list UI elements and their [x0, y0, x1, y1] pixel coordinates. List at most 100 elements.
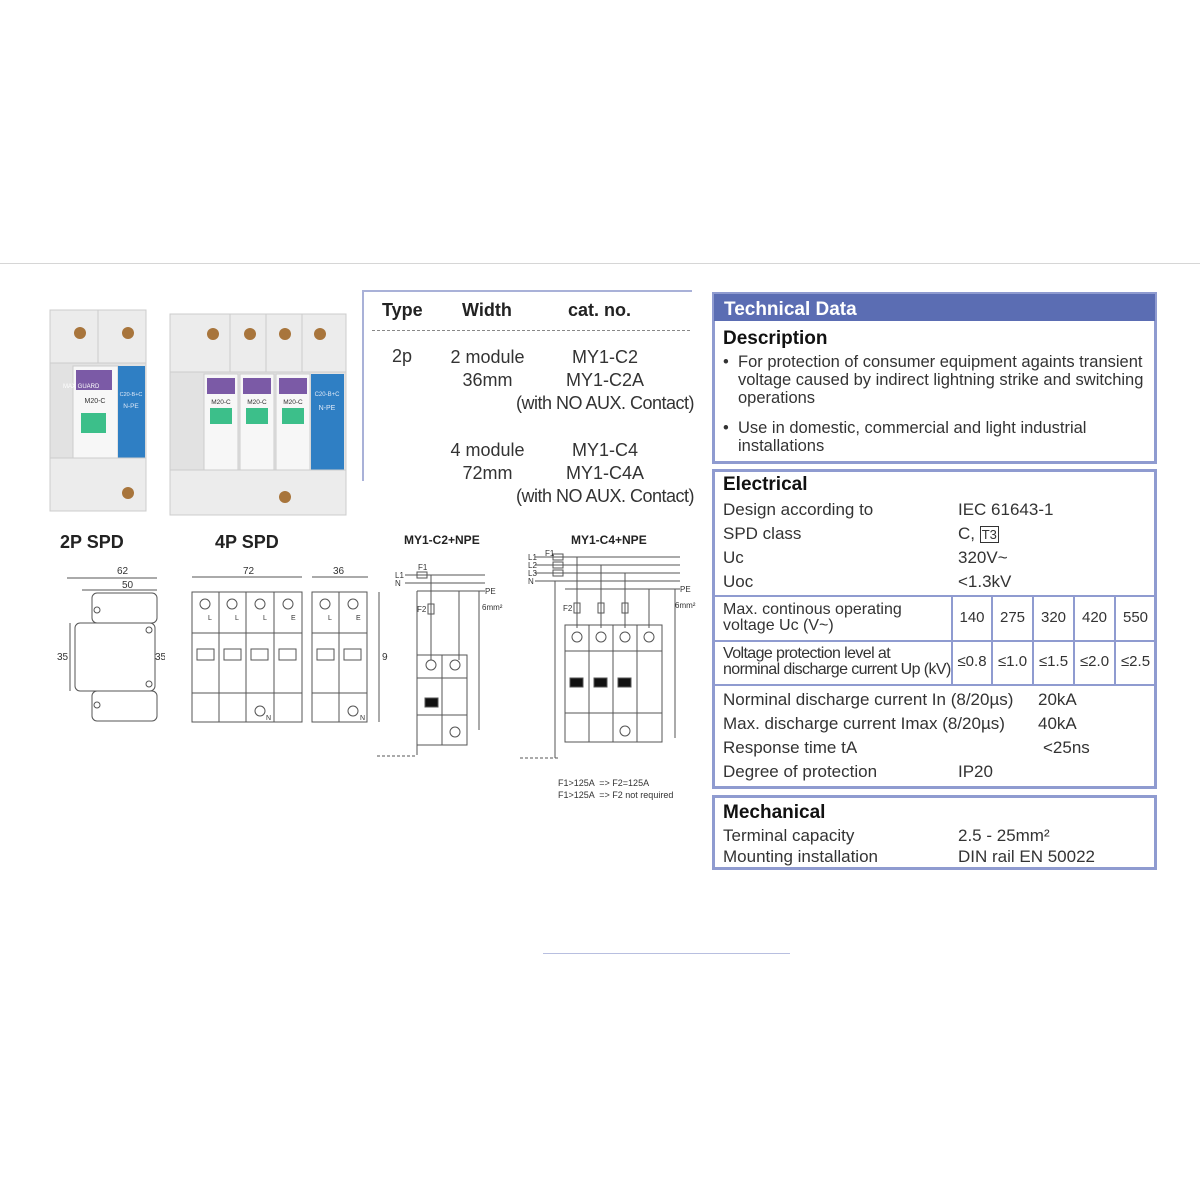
dim-50: 50 — [122, 580, 134, 591]
bullet-line: Use in domestic, commercial and light in… — [738, 419, 1087, 437]
terminal-label: L — [263, 615, 267, 622]
spec-label: Uoc — [723, 572, 754, 591]
dim-72: 72 — [243, 566, 255, 577]
description-bullet: • For protection of consumer equipment a… — [723, 353, 1143, 407]
spd-class-badge: T3 — [979, 526, 999, 543]
wiring-diagram-c4: L1 L2 L3 N PE F1 F2 6mm² — [520, 549, 696, 759]
label-4p-spd: 4P SPD — [215, 532, 279, 552]
dim-90: 90 — [382, 652, 388, 663]
spec-value: 320V~ — [958, 548, 1008, 567]
spec-label: Design according to — [723, 500, 874, 519]
terminal-label: N — [360, 715, 365, 722]
brand-text: MAX GUARD — [63, 384, 100, 390]
grid-line — [951, 595, 953, 684]
cat-line: MY1-C2A — [565, 370, 645, 390]
mechanical-box: Mechanical Terminal capacity 2.5 - 25mm²… — [712, 795, 1157, 870]
fuse-label: F1 — [545, 549, 555, 558]
product-photo-4p: M20-C M20-C M20-C C20-B+C N-PE — [169, 313, 347, 516]
terminal-label: E — [356, 615, 361, 622]
wiring-c4-title: MY1-C4+NPE — [571, 533, 647, 547]
header-cat-no: cat. no. — [568, 300, 632, 320]
spec-value: C, T3 — [958, 524, 999, 544]
bullet-line: voltage caused by indirect lightning str… — [738, 371, 1144, 389]
line-label: L3 — [528, 569, 537, 578]
wire-size-label: 6mm² — [675, 601, 696, 610]
wire-size-label: 6mm² — [482, 603, 503, 612]
header-width: Width — [462, 300, 512, 320]
terminal-label: L — [235, 615, 239, 622]
label-line: Voltage protection level at — [723, 645, 891, 662]
wiring-diagram-c2: L1 N PE F1 F2 6mm² — [377, 563, 503, 757]
grid-line — [715, 684, 1154, 686]
width-line: 72mm — [462, 463, 513, 483]
spec-value: 40kA — [1038, 714, 1077, 733]
up-value: ≤2.5 — [1120, 653, 1151, 670]
type-value: 2p — [392, 346, 413, 366]
uc-value: 140 — [959, 609, 985, 626]
cat-line: (with NO AUX. Contact) — [515, 393, 695, 413]
wiring-note: F1>125A => F2 not required — [558, 790, 674, 800]
npe-label-text: N-PE — [319, 405, 336, 412]
spec-label: SPD class — [723, 524, 802, 543]
header-dashed-divider — [372, 330, 690, 331]
up-value: ≤1.5 — [1038, 653, 1069, 670]
spec-value: IEC 61643-1 — [958, 500, 1054, 519]
up-value: ≤1.0 — [997, 653, 1028, 670]
terminal-label: E — [291, 615, 296, 622]
spec-label: Mounting installation — [723, 847, 878, 866]
description-box: Description • For protection of consumer… — [712, 321, 1157, 464]
model-text: M20-C — [84, 398, 105, 405]
grid-line — [1032, 595, 1034, 684]
npe-model-text: C20-B+C — [120, 392, 143, 398]
width-value: 4 module 72mm — [440, 439, 535, 485]
fuse-label: F1 — [418, 563, 428, 572]
bullet-icon: • — [723, 353, 729, 371]
line-label: PE — [680, 585, 691, 594]
dim-35-right: 35 — [155, 652, 165, 663]
wiring-note: F1>125A => F2=125A — [558, 778, 650, 788]
grid-row-label: Voltage protection level at norminal dis… — [723, 646, 951, 678]
line-label: N — [395, 579, 401, 588]
electrical-heading: Electrical — [723, 474, 808, 495]
npe-model-text: C20-B+C — [315, 392, 341, 398]
spec-label: Norminal discharge current In (8/20µs) — [723, 690, 1014, 709]
uc-value: 420 — [1081, 609, 1108, 626]
width-line: 36mm — [462, 370, 513, 390]
model-text: M20-C — [247, 399, 267, 406]
spec-value: 2.5 - 25mm² — [958, 826, 1050, 845]
npe-label-text: N-PE — [123, 403, 139, 410]
line-label: L1 — [395, 571, 404, 580]
fuse-label: F2 — [563, 604, 573, 613]
dim-35-left: 35 — [57, 652, 69, 663]
up-value: ≤2.0 — [1079, 653, 1110, 670]
model-text: M20-C — [283, 399, 303, 406]
fuse-label: F2 — [417, 605, 427, 614]
up-value: ≤0.8 — [957, 653, 987, 670]
uc-value: 550 — [1122, 609, 1149, 626]
bullet-line: operations — [738, 389, 816, 407]
label-line: norminal discharge current Up (kV) — [723, 661, 951, 678]
spd-class-value: C, — [958, 524, 975, 543]
line-label: PE — [485, 587, 496, 596]
label-2p-spd: 2P SPD — [60, 532, 124, 552]
cat-line: MY1-C4A — [565, 463, 645, 483]
type-table-top-border — [362, 290, 692, 292]
cat-value: MY1-C4 MY1-C4A (with NO AUX. Contact) — [510, 439, 700, 508]
product-photo-2p: MAX GUARD M20-C C20-B+C N-PE — [49, 309, 147, 512]
grid-line — [991, 595, 993, 684]
cat-line: (with NO AUX. Contact) — [515, 486, 695, 506]
dim-62: 62 — [117, 566, 129, 577]
description-heading: Description — [723, 328, 828, 349]
top-divider — [0, 263, 1200, 264]
spec-value: <25ns — [1043, 738, 1090, 757]
width-line: 4 module — [450, 440, 525, 460]
dimension-drawing-side: 62 50 35 35 — [57, 566, 165, 722]
line-label: L2 — [528, 561, 537, 570]
dimension-drawing-2p: 36 90 L E N — [311, 566, 388, 723]
label-line: Max. continous operating — [723, 601, 902, 618]
description-bullet: • Use in domestic, commercial and light … — [723, 419, 1086, 455]
grid-line — [715, 640, 1154, 642]
grid-line — [1073, 595, 1075, 684]
spec-label: Degree of protection — [723, 762, 878, 781]
cat-line: MY1-C2 — [571, 347, 638, 367]
